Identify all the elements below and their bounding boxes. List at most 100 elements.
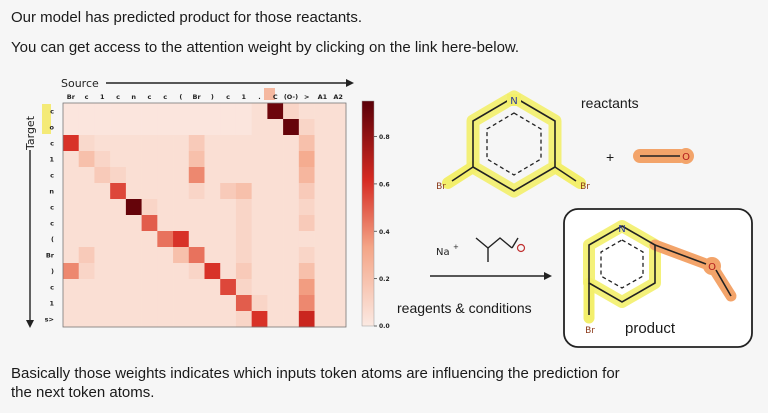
heatmap-cell [314,135,331,152]
source-tick-label: 1 [100,93,105,101]
reagent-chain [475,237,513,249]
explanation-text: Basically those weights indicates which … [11,364,751,402]
heatmap-cell [125,151,142,168]
source-tick-label: ( [179,93,182,101]
heatmap-cell [283,183,300,200]
heatmap-cell [78,151,95,168]
heatmap-cell [251,311,268,328]
source-tick-label: A1 [318,93,328,101]
heatmap-cell [94,311,111,328]
heatmap-cell [330,167,347,184]
heatmap-cell [235,231,252,248]
source-axis-label: Source [61,77,99,90]
heatmap-cell [251,135,268,152]
heatmap-cell [141,263,158,280]
heatmap-cell [251,183,268,200]
explanation-line-2: the next token atoms. [11,384,155,401]
heatmap-cell [188,199,205,216]
heatmap-cell [330,151,347,168]
heatmap-cell [125,263,142,280]
heatmap-cell [204,183,221,200]
heatmap-cell [63,215,80,232]
heatmap-cell [110,167,127,184]
explanation-line-1: Basically those weights indicates which … [11,365,620,382]
heatmap-cell [141,247,158,264]
heatmap-cell [78,119,95,136]
heatmap-cell [204,295,221,312]
target-tick-label: c [50,204,54,212]
target-tick-label: o [50,124,55,132]
heatmap-cell [173,279,190,296]
heatmap-cell [78,103,95,120]
heatmap-cell [298,183,315,200]
heatmap-cell [330,279,347,296]
heatmap-cell [110,183,127,200]
heatmap-cell [235,247,252,264]
heatmap-cell [110,295,127,312]
heatmap-cell [220,263,237,280]
methanol-o-highlight [678,148,694,164]
heatmap-cell [314,311,331,328]
heatmap-cell [298,135,315,152]
heatmap-cell [188,119,205,136]
reagent: Na + [436,237,526,262]
product-atom-o: O [708,262,716,273]
heatmap-cell [283,199,300,216]
heatmap-cell [157,151,174,168]
heatmap-cell [283,295,300,312]
reactant-n-bg [507,94,521,106]
heatmap-cell [283,119,300,136]
source-tick-label: c [116,93,120,101]
heatmap-cell [235,295,252,312]
heatmap-cell [330,247,347,264]
heatmap-cell [157,167,174,184]
heatmap-cell [63,231,80,248]
heatmap-cell [63,151,80,168]
target-tick-label: Br [46,252,55,260]
product-molecule: N O Br [583,220,737,336]
intro-line-1: Our model has predicted product for thos… [11,9,363,26]
heatmap-cell [330,215,347,232]
heatmap-cell [220,215,237,232]
heatmap-cell [283,135,300,152]
heatmap-cell [110,119,127,136]
heatmap-cell [94,151,111,168]
intro-line-2: You can get access to the attention weig… [11,39,520,56]
target-tick-label: c [50,108,54,116]
source-tick-label: 1 [242,93,247,101]
heatmap-cell [110,263,127,280]
reactant-atom-n: N [510,96,517,107]
heatmap-cell [314,103,331,120]
source-arrow-head [346,79,354,87]
heatmap-cell [298,151,315,168]
heatmap-cell [110,199,127,216]
heatmap-cell [78,215,95,232]
heatmap-cell [235,167,252,184]
heatmap-cell [235,135,252,152]
product-atom-br: Br [585,326,595,336]
target-axis-label-group: Target [24,115,37,151]
heatmap-cell [314,183,331,200]
heatmap-cell [110,135,127,152]
colorbar-tick-label: 0.8 [379,134,390,141]
heatmap-cell [220,151,237,168]
target-tick-label: ) [51,268,54,276]
heatmap-cell [157,263,174,280]
heatmap-cell [267,151,284,168]
heatmap-cell [220,231,237,248]
product-atom-n: N [618,224,625,235]
target-tick-label: 1 [49,300,54,308]
heatmap-cell [314,167,331,184]
heatmap-cell [173,119,190,136]
heatmap-cell [283,311,300,328]
heatmap-cell [157,135,174,152]
heatmap-cell [251,295,268,312]
heatmap-cell [173,311,190,328]
heatmap-cell [267,135,284,152]
reactant-bond-br-right [554,166,577,182]
heatmap-cell [220,247,237,264]
heatmap-cell [204,247,221,264]
heatmap-cell [173,167,190,184]
heatmap-cell [125,231,142,248]
heatmap-cell [157,311,174,328]
